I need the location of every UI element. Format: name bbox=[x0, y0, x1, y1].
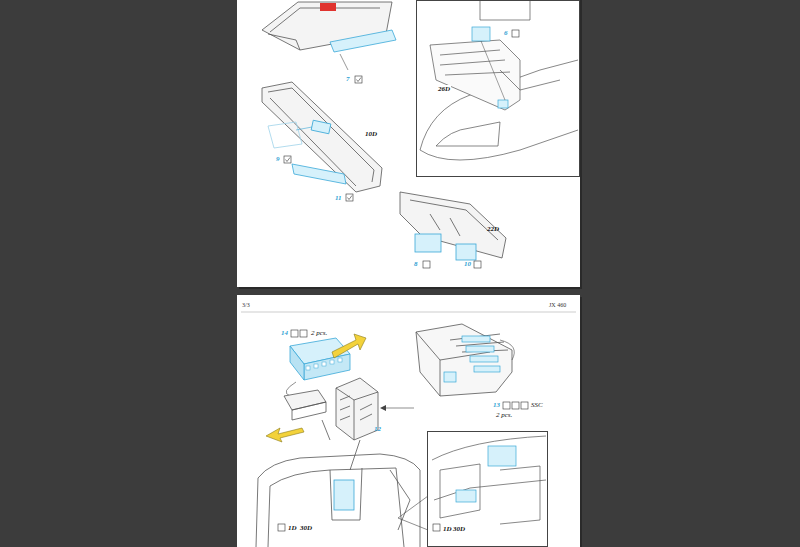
callout-number: 13 bbox=[492, 401, 501, 409]
callout-number: 12 bbox=[373, 425, 382, 433]
view-designation: 22D bbox=[486, 225, 500, 233]
inset-frame: 1D30D bbox=[427, 431, 548, 547]
callout-number: 7 bbox=[345, 75, 351, 83]
page-header: JX 460 bbox=[548, 301, 567, 309]
quantity-note: 2 pcs. bbox=[310, 329, 328, 337]
page-header: 3/3 bbox=[241, 301, 251, 309]
callout-number: 11 bbox=[334, 194, 343, 202]
view-designation: 26D bbox=[437, 85, 451, 93]
callout-number: 10 bbox=[463, 260, 472, 268]
callout-number: 9 bbox=[275, 155, 281, 163]
view-designation: 1D bbox=[287, 524, 298, 532]
view-designation: 30D bbox=[299, 524, 313, 532]
callout-number: 14 bbox=[280, 329, 289, 337]
view-designation: 30D bbox=[452, 525, 466, 533]
callout-number: 8 bbox=[413, 260, 419, 268]
quantity-note: SSC bbox=[530, 401, 544, 409]
inset-frame: 26D bbox=[416, 0, 580, 177]
quantity-note: 2 pcs. bbox=[495, 411, 513, 419]
view-designation: 1D bbox=[442, 525, 453, 533]
view-designation: 10D bbox=[364, 130, 378, 138]
callout-number: 6 bbox=[503, 29, 509, 37]
